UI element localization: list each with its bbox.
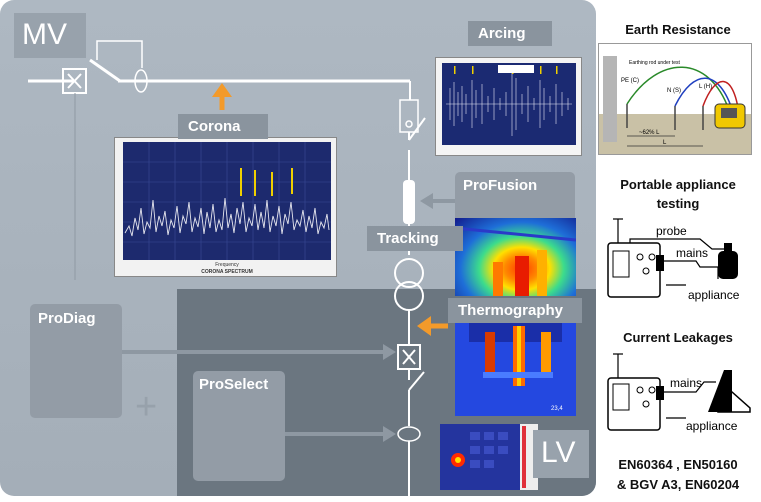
- earth-resistance-diagram: PE (C) Earthing rod under test N (S) L (…: [598, 43, 752, 155]
- earth-pct-label: ~62% L: [639, 130, 660, 136]
- corona-label: Corona: [178, 114, 268, 139]
- tracking-label: Tracking: [367, 226, 463, 251]
- standards-line2: & BGV A3, EN60204: [616, 477, 740, 492]
- corona-spectrum-chart: Frequency CORONA SPECTRUM: [114, 137, 337, 277]
- pat-mains-label: mains: [676, 246, 708, 260]
- corona-caption: CORONA SPECTRUM: [201, 269, 252, 275]
- earth-len-label: L: [663, 140, 667, 146]
- proselect-box[interactable]: ProSelect: [193, 371, 285, 481]
- corona-xlabel: Frequency: [215, 262, 239, 268]
- corona-arrow: [212, 83, 232, 97]
- profusion-label: ProFusion: [463, 177, 538, 194]
- earth-l-label: L (H): [699, 84, 712, 90]
- earth-resistance-title: Earth Resistance: [625, 22, 731, 37]
- pat-appliance-label: appliance: [688, 288, 740, 302]
- prodiag-box[interactable]: ProDiag: [30, 304, 122, 418]
- standards-line1: EN60364 , EN50160: [618, 457, 738, 472]
- single-line-diagram-panel: ProDiag ProSelect ProFusion + MV: [0, 0, 596, 496]
- plus-sign: +: [135, 386, 158, 428]
- current-leakages-diagram: mains appliance: [607, 353, 751, 433]
- lv-label: LV: [541, 436, 576, 469]
- earth-pe-label: PE (C): [621, 78, 639, 84]
- tracking-thermal-image: [455, 218, 576, 296]
- thermography-arrow: [417, 316, 431, 336]
- arcing-waveform-chart: [435, 57, 582, 156]
- current-leakages-title: Current Leakages: [623, 330, 733, 345]
- leak-mains-label: mains: [670, 376, 702, 390]
- pat-probe-label: probe: [656, 224, 687, 238]
- circuit-wiring: [74, 83, 455, 496]
- lv-thermal-image: [440, 424, 538, 490]
- prodiag-label: ProDiag: [38, 310, 96, 327]
- earth-rod-label: Earthing rod under test: [629, 60, 680, 66]
- earth-n-label: N (S): [667, 88, 681, 94]
- portable-title-line2: testing: [656, 196, 700, 211]
- portable-appliance-title: Portable appliance testing: [598, 175, 758, 213]
- portable-appliance-diagram: probe mains appliance: [607, 218, 740, 302]
- thermography-label: Thermography: [448, 298, 582, 323]
- mv-tag: MV: [14, 13, 86, 58]
- mv-label: MV: [22, 18, 67, 51]
- portable-title-line1: Portable appliance: [620, 177, 736, 192]
- proselect-label: ProSelect: [199, 376, 269, 393]
- lv-tag: LV: [533, 430, 589, 478]
- leak-appliance-label: appliance: [686, 419, 738, 433]
- standards-text: EN60364 , EN50160 & BGV A3, EN60204: [598, 455, 758, 495]
- arcing-label: Arcing: [468, 21, 552, 46]
- svg-text:23,4: 23,4: [551, 406, 563, 412]
